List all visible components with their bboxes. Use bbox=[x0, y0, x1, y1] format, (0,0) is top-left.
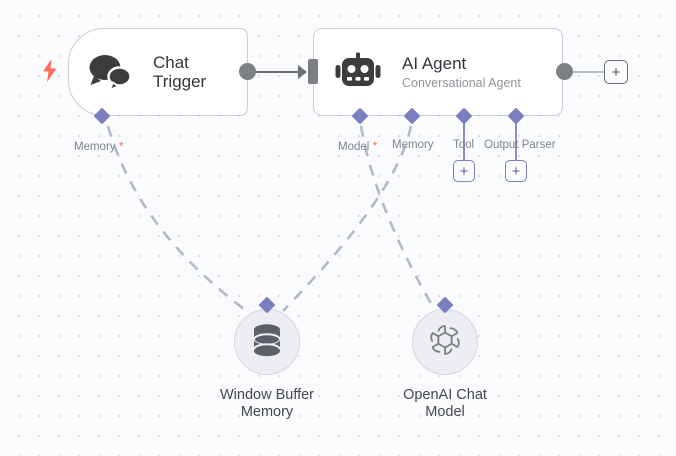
node-openai-chat-model-label: OpenAI Chat Model bbox=[403, 387, 487, 421]
edge-chattrigger-memory-to-windowbuffer bbox=[106, 125, 249, 314]
add-tool-button[interactable]: + bbox=[453, 160, 475, 182]
node-chat-trigger-text: Chat Trigger bbox=[153, 53, 206, 91]
port-label-ai-agent-model: Model * bbox=[338, 139, 377, 153]
port-ai-agent-output[interactable] bbox=[556, 63, 573, 80]
edge-aiagent-output-to-add bbox=[572, 71, 604, 73]
edge-aiagent-memory-to-windowbuffer bbox=[282, 125, 413, 312]
chat-bubbles-icon bbox=[69, 28, 153, 116]
node-openai-chat-model[interactable]: OpenAI Chat Model bbox=[385, 309, 505, 422]
add-node-button[interactable]: + bbox=[604, 60, 628, 84]
required-asterisk: * bbox=[369, 139, 378, 153]
node-ai-agent-text: AI Agent Conversational Agent bbox=[402, 54, 521, 89]
edge-aiagent-model-to-openai bbox=[359, 125, 438, 313]
node-window-buffer-memory-circle[interactable] bbox=[234, 309, 300, 375]
node-openai-chat-model-circle[interactable] bbox=[412, 309, 478, 375]
port-ai-agent-input[interactable] bbox=[308, 59, 318, 84]
node-window-buffer-memory-label: Window Buffer Memory bbox=[219, 387, 315, 421]
add-output-parser-button[interactable]: + bbox=[505, 160, 527, 182]
database-icon bbox=[251, 323, 283, 362]
stem-output-parser bbox=[515, 116, 517, 161]
required-asterisk: * bbox=[115, 139, 124, 153]
openai-icon bbox=[428, 323, 462, 362]
port-label-text: Memory bbox=[74, 141, 116, 153]
port-label-ai-agent-output-parser: Output Parser bbox=[484, 139, 556, 151]
stem-tool bbox=[463, 116, 465, 161]
node-ai-agent[interactable]: AI Agent Conversational Agent bbox=[313, 28, 563, 116]
node-window-buffer-memory[interactable]: Window Buffer Memory bbox=[207, 309, 327, 422]
port-chat-trigger-output[interactable] bbox=[239, 63, 256, 80]
robot-icon bbox=[314, 28, 402, 116]
node-ai-agent-subtitle: Conversational Agent bbox=[402, 75, 521, 90]
node-chat-trigger-title: Chat Trigger bbox=[153, 52, 207, 91]
port-label-ai-agent-tool: Tool bbox=[453, 139, 475, 151]
lightning-bolt-icon bbox=[42, 59, 58, 87]
edge-arrowhead bbox=[298, 65, 307, 79]
node-chat-trigger[interactable]: Chat Trigger bbox=[68, 28, 248, 116]
port-label-ai-agent-memory: Memory bbox=[392, 139, 434, 151]
edge-chattrigger-to-aiagent bbox=[252, 71, 304, 73]
port-label-chat-trigger-memory: Memory * bbox=[74, 139, 124, 153]
port-label-text: Model bbox=[338, 141, 370, 153]
node-ai-agent-title: AI Agent bbox=[402, 54, 467, 74]
